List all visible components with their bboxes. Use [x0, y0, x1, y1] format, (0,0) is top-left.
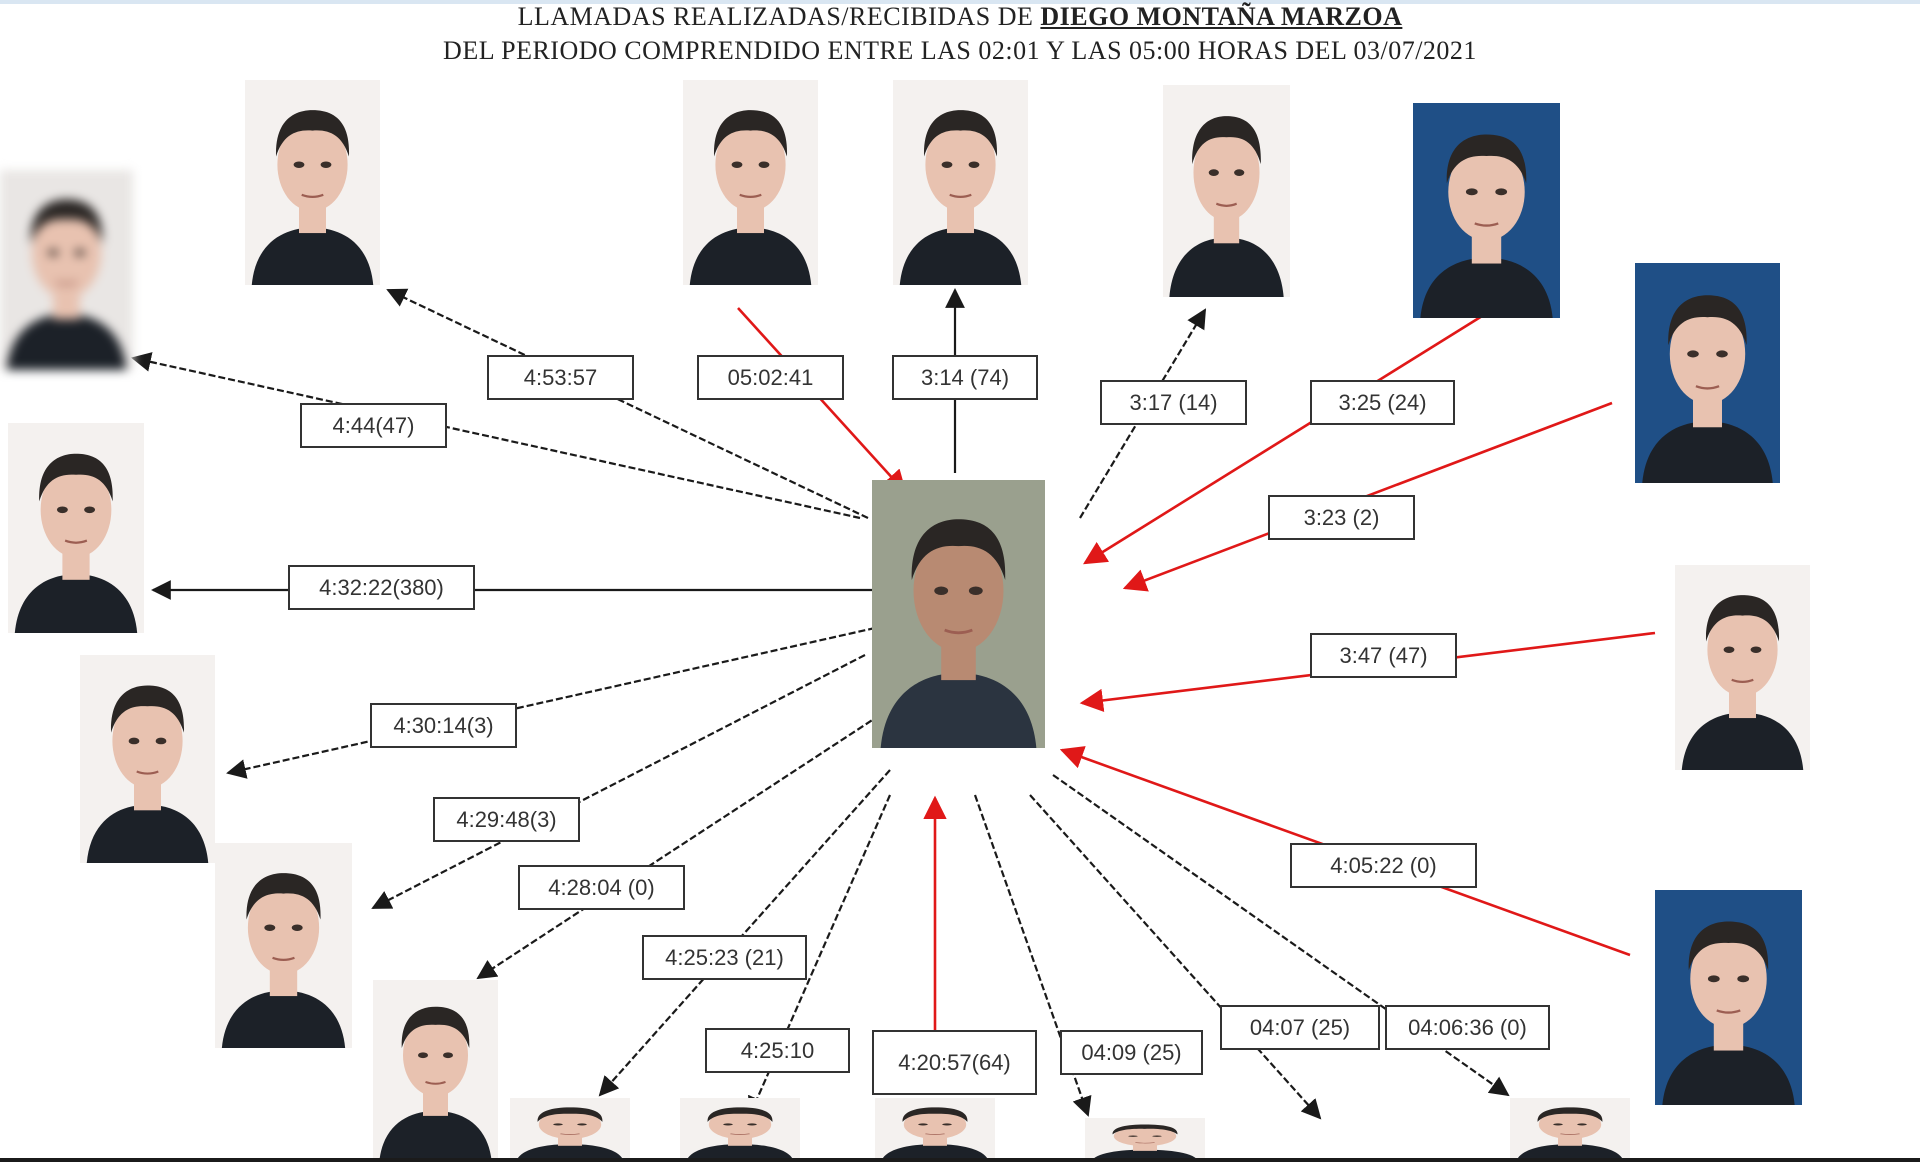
call-label: 3:23 (2) — [1268, 495, 1415, 540]
title-prefix: LLAMADAS REALIZADAS/RECIBIDAS DE — [517, 2, 1034, 31]
person-silhouette — [86, 685, 209, 863]
call-label: 3:17 (14) — [1100, 380, 1247, 425]
person-silhouette — [899, 110, 1022, 285]
outgoing-call-arrow — [598, 769, 891, 1097]
contact-photo — [215, 843, 352, 1048]
call-label: 4:05:22 (0) — [1290, 843, 1477, 888]
bottom-edge-strip — [0, 1158, 1920, 1162]
contact-photo — [683, 80, 818, 285]
contact-photo — [373, 980, 498, 1162]
outgoing-call-arrow — [371, 654, 866, 909]
person-silhouette — [881, 1107, 989, 1162]
contact-photo — [1675, 565, 1810, 770]
call-label: 4:28:04 (0) — [518, 865, 685, 910]
person-silhouette — [1091, 1124, 1199, 1162]
call-label: 4:25:23 (21) — [642, 935, 807, 980]
contact-photo — [875, 1098, 995, 1162]
person-silhouette — [14, 453, 138, 633]
diagram-subtitle: DEL PERIODO COMPRENDIDO ENTRE LAS 02:01 … — [443, 36, 1477, 65]
person-silhouette — [1662, 921, 1795, 1105]
person-silhouette — [686, 1107, 794, 1162]
outgoing-call-arrow — [476, 714, 881, 980]
subject-name: DIEGO MONTAÑA MARZOA — [1040, 2, 1403, 31]
call-label: 4:29:48(3) — [433, 797, 580, 842]
outgoing-call-arrow — [1029, 794, 1322, 1120]
contact-photo — [1635, 263, 1780, 483]
outgoing-call-arrow — [131, 352, 861, 520]
call-label: 4:53:57 — [487, 355, 634, 400]
person-silhouette — [379, 1006, 492, 1162]
call-label: 4:44(47) — [300, 403, 447, 448]
contact-photo — [893, 80, 1028, 285]
call-label: 04:07 (25) — [1220, 1005, 1380, 1050]
call-label: 04:09 (25) — [1060, 1030, 1203, 1075]
contact-photo — [1413, 103, 1560, 318]
contact-photo — [1163, 85, 1290, 297]
outgoing-call-arrow — [226, 626, 876, 779]
contact-photo — [8, 423, 144, 633]
person-silhouette — [1169, 116, 1284, 297]
contact-photo — [80, 655, 215, 863]
subject-photo — [872, 480, 1045, 748]
contact-photo — [510, 1098, 630, 1162]
person-silhouette — [1420, 134, 1553, 318]
call-label: 4:30:14(3) — [370, 703, 517, 748]
diagram-title: LLAMADAS REALIZADAS/RECIBIDAS DE DIEGO M… — [0, 2, 1920, 32]
person-silhouette — [1642, 295, 1773, 483]
person-silhouette — [1681, 595, 1804, 770]
call-label: 3:14 (74) — [892, 355, 1038, 400]
call-label: 4:32:22(380) — [288, 565, 475, 610]
contact-photo-partial — [1085, 1118, 1205, 1162]
call-label: 05:02:41 — [697, 355, 844, 400]
top-edge-strip — [0, 0, 1920, 4]
person-silhouette — [1516, 1107, 1624, 1162]
outgoing-call-arrow — [386, 288, 869, 519]
person-silhouette — [880, 519, 1037, 748]
incoming-call-arrow — [737, 307, 907, 494]
call-label: 3:47 (47) — [1310, 633, 1457, 678]
contact-photo-blurred — [0, 170, 133, 370]
person-silhouette — [689, 110, 812, 285]
person-silhouette — [516, 1107, 624, 1162]
call-label: 3:25 (24) — [1310, 380, 1455, 425]
contact-photo — [245, 80, 380, 285]
contact-photo — [680, 1098, 800, 1162]
call-label: 4:25:10 — [705, 1028, 850, 1073]
person-silhouette — [251, 110, 374, 285]
contact-photo — [1510, 1098, 1630, 1162]
call-label: 04:06:36 (0) — [1385, 1005, 1550, 1050]
person-silhouette — [6, 199, 127, 370]
person-silhouette — [221, 873, 346, 1048]
incoming-call-arrow — [1083, 306, 1496, 565]
call-label: 4:20:57(64) — [872, 1030, 1037, 1095]
contact-photo — [1655, 890, 1802, 1105]
